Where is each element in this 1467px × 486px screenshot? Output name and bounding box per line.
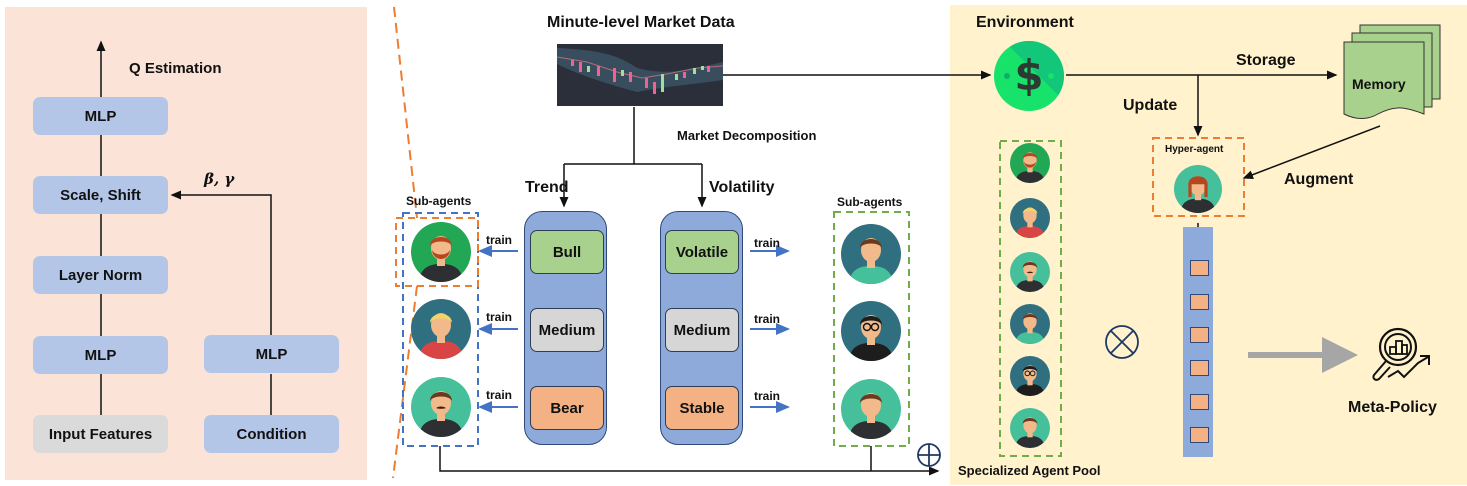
weight-cell	[1190, 394, 1209, 410]
svg-text:$: $	[1014, 51, 1043, 100]
input-features-block: Input Features	[33, 415, 168, 453]
storage-label: Storage	[1236, 52, 1296, 69]
agent-avatar-icon	[411, 299, 471, 359]
weight-cell	[1190, 360, 1209, 376]
augment-arrow	[1242, 125, 1381, 179]
otimes-icon	[1105, 325, 1139, 359]
volatility-volatile: Volatile	[665, 230, 739, 274]
environment-title: Environment	[976, 14, 1074, 31]
agent-pool-box	[999, 140, 1062, 457]
volatility-stable: Stable	[665, 386, 739, 430]
memory-icon	[1343, 24, 1441, 120]
agent-avatar-icon	[411, 222, 471, 282]
volatility-medium: Medium	[665, 308, 739, 352]
oplus-icon	[917, 443, 941, 467]
sub-agents-right-box	[833, 211, 910, 447]
meta-policy-label: Meta-Policy	[1348, 399, 1437, 416]
weight-cell	[1190, 427, 1209, 443]
hyper-agent-label: Hyper-agent	[1165, 144, 1224, 155]
agent-avatar-icon	[1010, 356, 1050, 396]
trend-medium: Medium	[530, 308, 604, 352]
mlp-top-block: MLP	[33, 97, 168, 135]
train-label: train	[754, 312, 781, 326]
agent-avatar-icon	[1010, 408, 1050, 448]
film-architecture-panel	[5, 7, 367, 480]
layer-norm-block: Layer Norm	[33, 256, 168, 294]
scale-shift-block: Scale, Shift	[33, 176, 168, 214]
trend-title: Trend	[525, 179, 569, 196]
train-label: train	[754, 236, 781, 250]
train-label: train	[486, 388, 513, 402]
q-estimation-label: Q Estimation	[129, 60, 222, 77]
weight-cell	[1190, 327, 1209, 343]
dollar-icon: $	[994, 41, 1064, 111]
agent-avatar-icon	[1010, 198, 1050, 238]
train-label: train	[754, 389, 781, 403]
sub-agents-right-label: Sub-agents	[837, 195, 903, 209]
agent-avatar-icon	[1010, 143, 1050, 183]
agent-avatar-icon	[841, 301, 901, 361]
agent-avatar-icon	[841, 379, 901, 439]
memory-label: Memory	[1352, 76, 1406, 92]
mlp-condition-block: MLP	[204, 335, 339, 373]
agent-avatar-icon	[841, 224, 901, 284]
agent-avatar-icon	[411, 377, 471, 437]
update-label: Update	[1123, 97, 1178, 114]
selected-agent-box	[395, 217, 479, 287]
weight-vector	[1183, 227, 1213, 457]
market-data-title: Minute-level Market Data	[547, 14, 735, 31]
meta-policy-icon	[1372, 327, 1430, 381]
weight-cell	[1190, 260, 1209, 276]
train-label: train	[486, 310, 513, 324]
agent-avatar-icon	[1010, 304, 1050, 344]
agent-pool-label: Specialized Agent Pool	[958, 463, 1101, 478]
condition-block: Condition	[204, 415, 339, 453]
trend-bear: Bear	[530, 386, 604, 430]
beta-gamma-arrow	[170, 190, 272, 335]
beta-gamma-label: β, γ	[204, 170, 235, 188]
mlp-bottom-block: MLP	[33, 336, 168, 374]
trend-bull: Bull	[530, 230, 604, 274]
market-decomposition-label: Market Decomposition	[677, 128, 817, 143]
weight-cell	[1190, 294, 1209, 310]
agent-avatar-icon	[1010, 252, 1050, 292]
train-label: train	[486, 233, 513, 247]
sub-agents-left-label: Sub-agents	[406, 194, 472, 208]
augment-label: Augment	[1284, 171, 1354, 188]
market-chart-image	[556, 44, 724, 106]
agent-avatar-icon	[1174, 165, 1222, 213]
sub-agents-left-box	[402, 212, 479, 447]
volatility-title: Volatility	[709, 179, 775, 196]
